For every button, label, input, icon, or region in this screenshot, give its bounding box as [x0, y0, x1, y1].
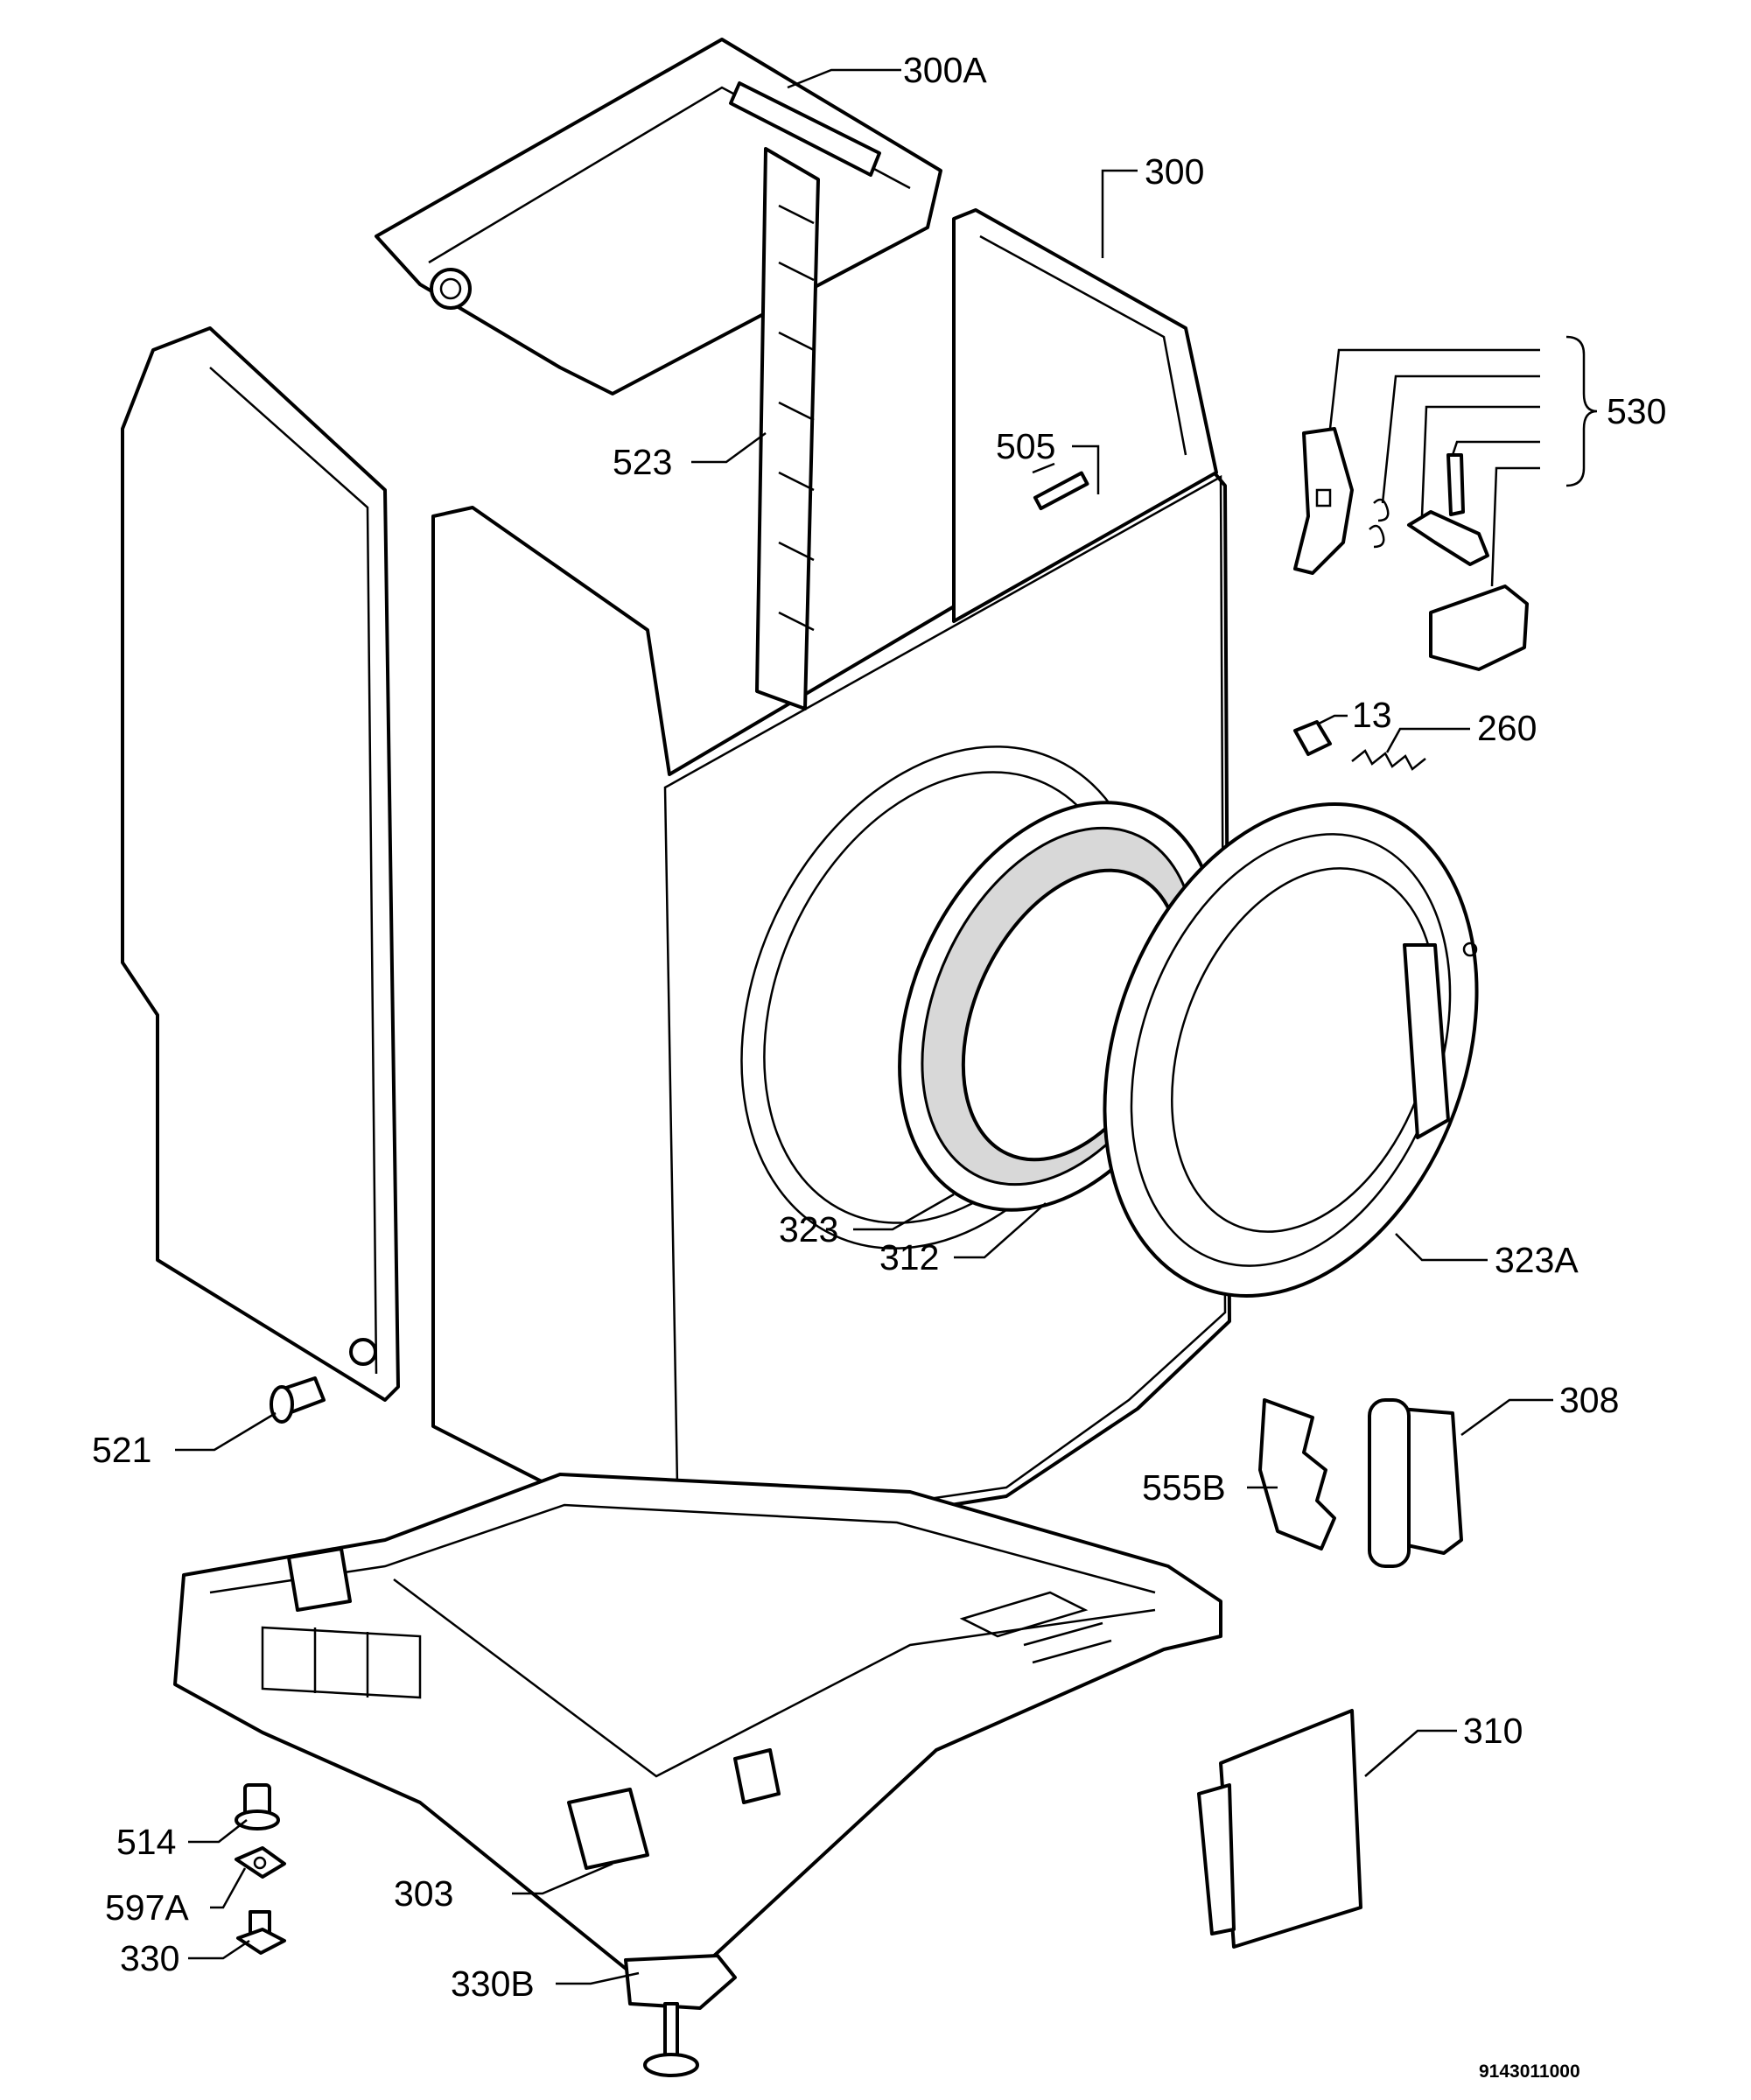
callout-323: 323	[779, 1209, 839, 1250]
door-ring-323A	[1103, 802, 1479, 1298]
screw-521	[270, 1376, 326, 1424]
callout-514: 514	[116, 1822, 177, 1862]
callout-521: 521	[92, 1430, 152, 1470]
callout-300A: 300A	[903, 50, 987, 90]
callout-530: 530	[1607, 391, 1667, 431]
callout-330: 330	[120, 1938, 180, 1978]
document-number: 9143011000	[1479, 2062, 1580, 2082]
cabinet-frame-300A	[375, 38, 942, 396]
callout-300: 300	[1145, 151, 1205, 192]
callout-260: 260	[1477, 708, 1537, 748]
callout-505: 505	[996, 426, 1056, 466]
left-side-panel	[121, 326, 400, 1402]
callout-310: 310	[1463, 1711, 1523, 1751]
callout-312: 312	[879, 1237, 940, 1278]
callout-523: 523	[613, 442, 673, 482]
adjustable-foot-330B	[624, 1954, 737, 2077]
callout-597A: 597A	[105, 1887, 189, 1928]
service-flap-310	[1197, 1709, 1362, 1949]
callout-330B: 330B	[451, 1964, 535, 2004]
callout-13: 13	[1352, 695, 1392, 735]
door-lock-assembly-530	[1293, 427, 1529, 671]
callout-303: 303	[394, 1873, 454, 1914]
screw-330	[236, 1910, 286, 1955]
door-hinge-308	[1258, 1398, 1463, 1568]
cabinet-front-300	[431, 147, 1231, 1550]
callout-308: 308	[1559, 1380, 1620, 1420]
callout-555B: 555B	[1142, 1467, 1226, 1508]
nut-597A	[235, 1846, 286, 1879]
leader-lines	[175, 68, 1598, 1985]
base-frame-303	[173, 1473, 1222, 1988]
foot-514	[235, 1783, 280, 1830]
callout-323A: 323A	[1495, 1240, 1579, 1280]
spring-260-and-bush-13	[1293, 720, 1426, 771]
